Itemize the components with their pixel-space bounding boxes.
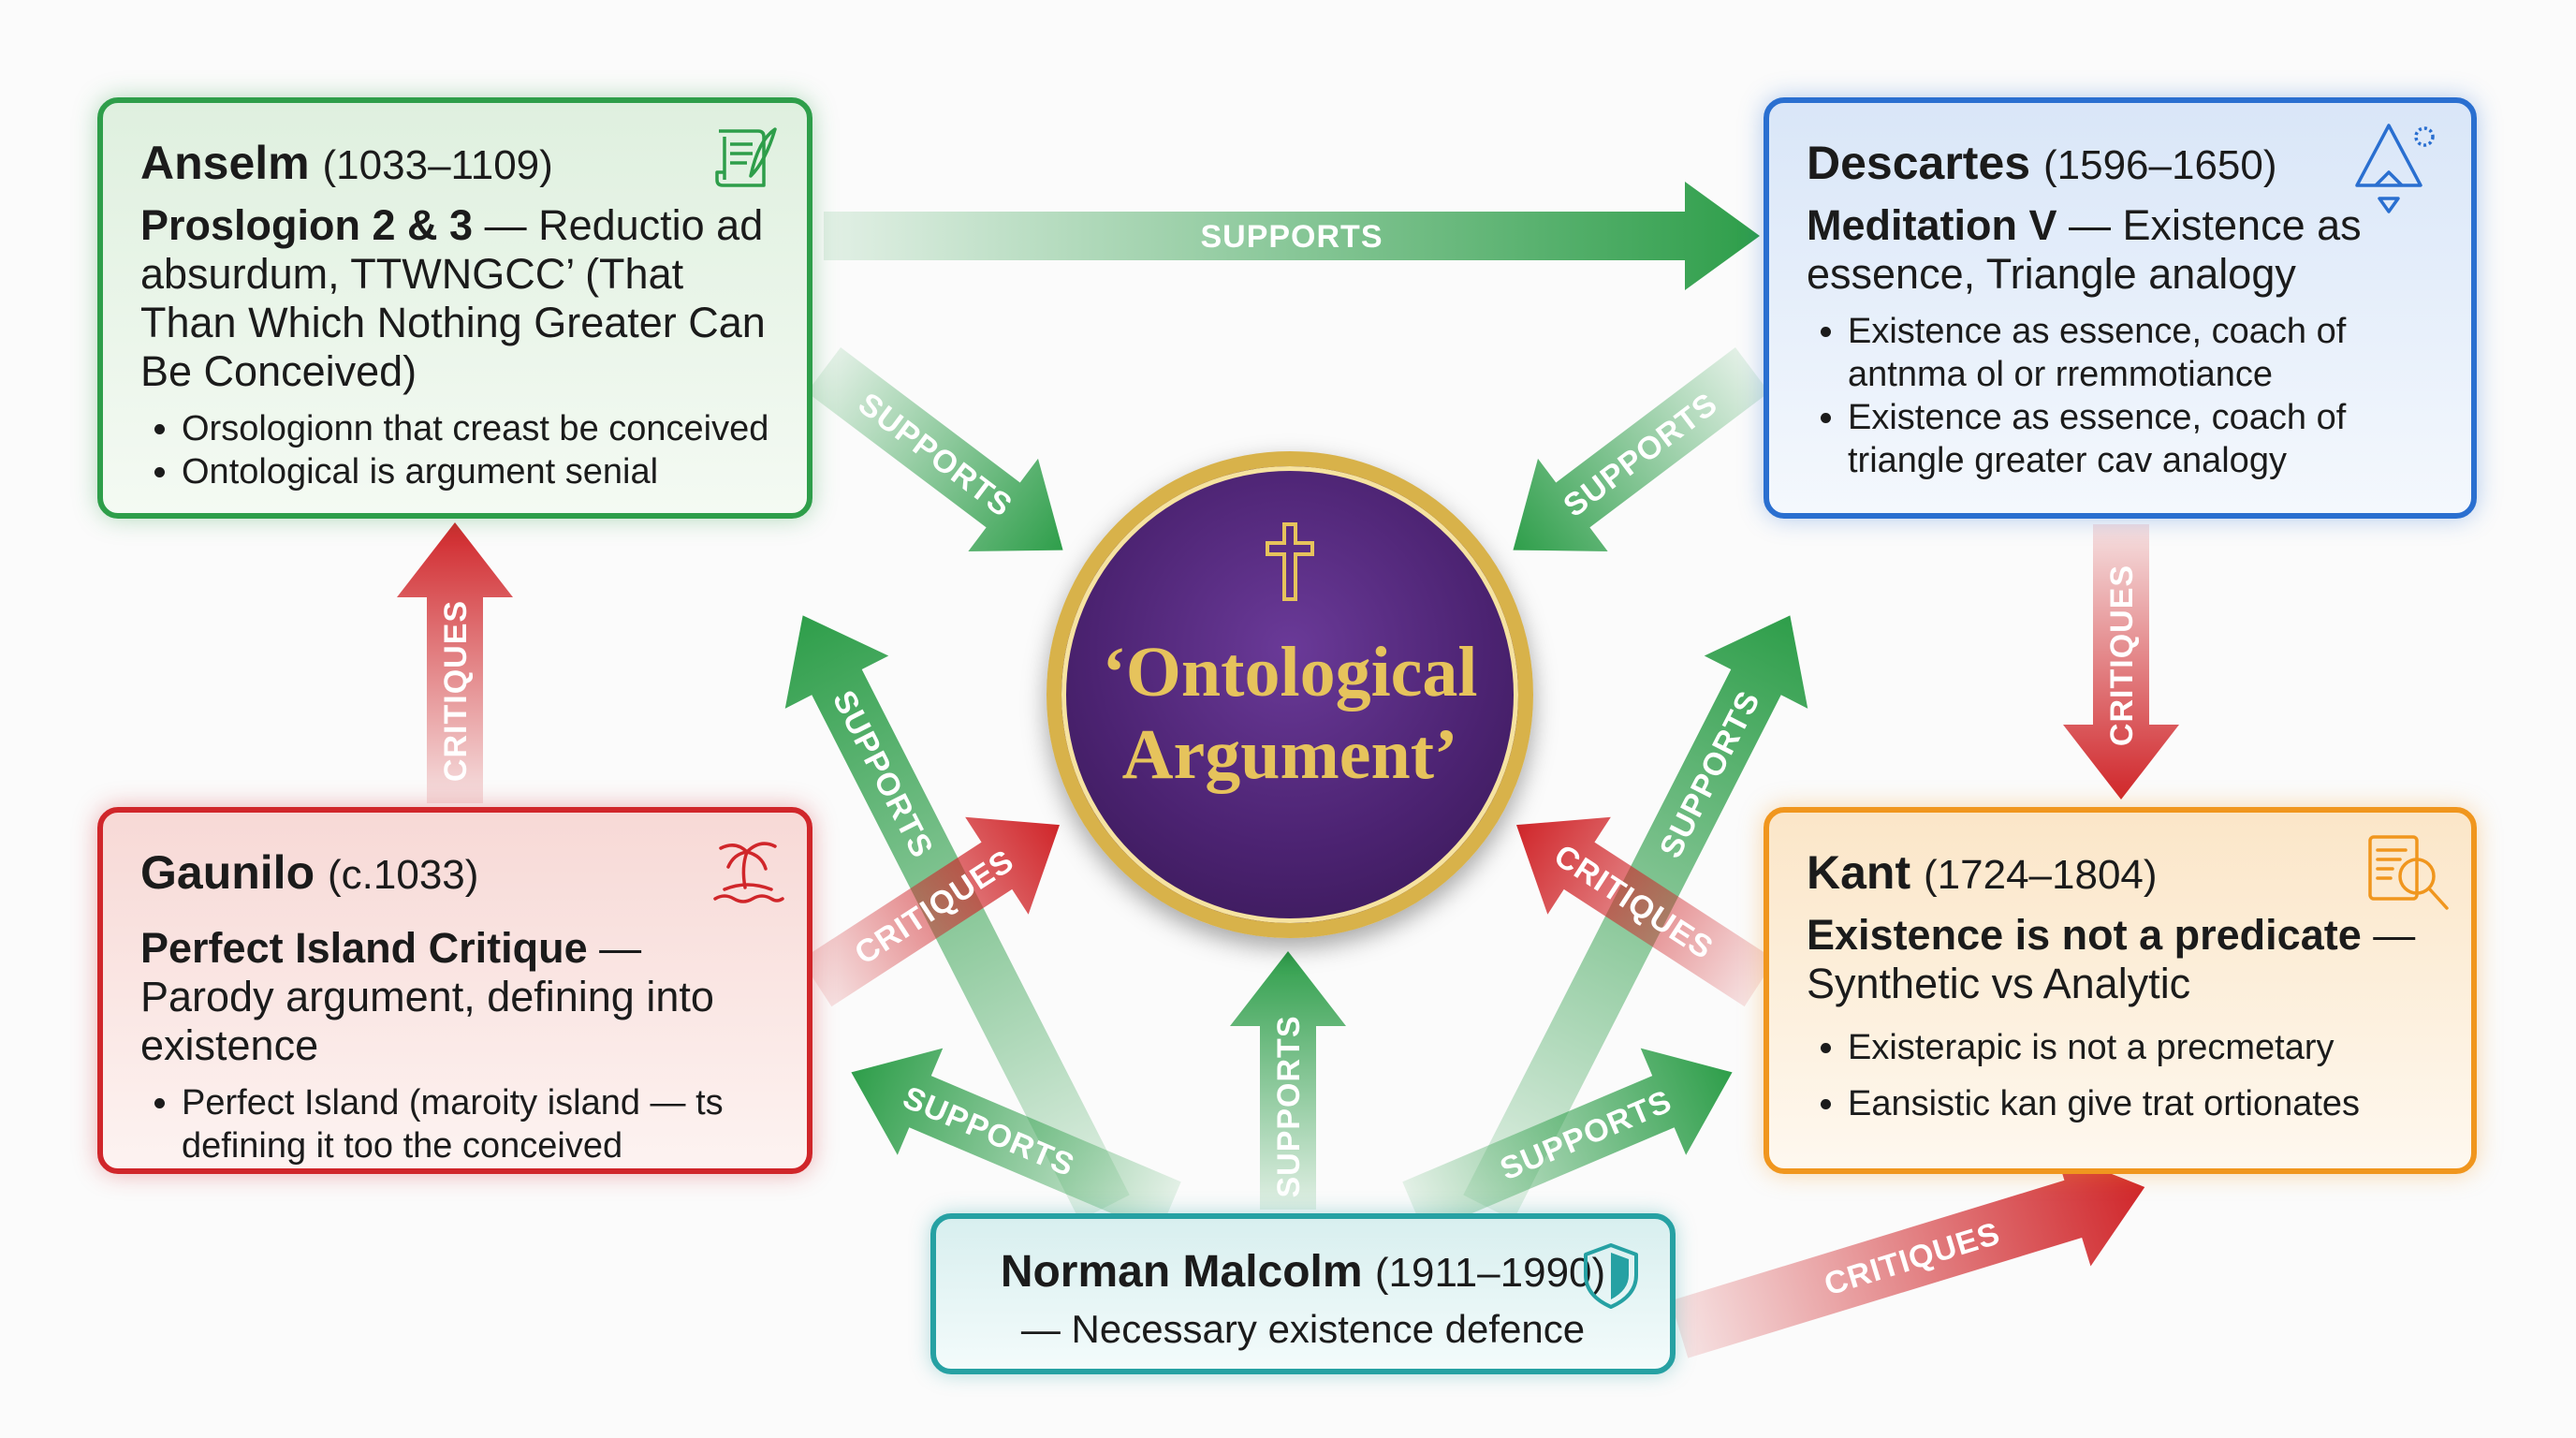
node-bullets: Perfect Island (maroity island — ts defi… [140, 1081, 769, 1167]
philosopher-name: Anselm [140, 137, 310, 189]
node-bullets: Orsologionn that creast be conceived Ont… [140, 407, 769, 493]
cross-icon [1266, 522, 1314, 601]
node-subtitle: Proslogion 2 & 3 — Reductio ad absurdum,… [140, 201, 769, 396]
edge-label: SUPPORTS [1557, 386, 1724, 524]
central-title-line-1: ‘Ontological [1102, 633, 1478, 712]
philosopher-name: Kant [1807, 846, 1911, 899]
subtitle-lead: Proslogion 2 & 3 [140, 201, 474, 249]
philosopher-dates: (1596–1650) [2042, 142, 2277, 188]
philosopher-dates: (1911–1990) [1374, 1250, 1606, 1296]
subtitle-lead: Meditation V [1807, 201, 2057, 249]
central-title-line-2: Argument’ [1121, 715, 1458, 794]
subtitle-rest: — Reductio ad absurdum, TTWNGCC’ (That T… [140, 201, 766, 395]
node-descartes[interactable]: Descartes (1596–1650) Meditation V — Exi… [1764, 97, 2477, 519]
node-heading: Descartes (1596–1650) [1807, 135, 2434, 194]
edge-label: CRITIQUES [2104, 565, 2140, 746]
subtitle-lead: Perfect Island Critique [140, 924, 588, 972]
node-subtitle: Existence is not a predicate — Synthetic… [1807, 911, 2434, 1008]
node-bullets: Existence as essence, coach of antnma ol… [1807, 310, 2434, 482]
central-concept-node[interactable]: ‘Ontological Argument’ [1046, 451, 1533, 938]
subtitle-rest: — Parody argument, defining into existen… [140, 924, 714, 1069]
bullet-item: Perfect Island (maroity island — ts defi… [182, 1081, 769, 1167]
philosopher-dates: (1724–1804) [1924, 852, 2158, 898]
subtitle-lead: Existence is not a predicate [1807, 911, 2362, 959]
subtitle-rest: — Synthetic vs Analytic [1807, 911, 2416, 1007]
node-gaunilo[interactable]: Gaunilo (c.1033) Perfect Island Critique… [97, 807, 812, 1174]
node-kant[interactable]: Kant (1724–1804) Existence is not a pred… [1764, 807, 2477, 1174]
shield-icon [1584, 1243, 1638, 1309]
philosopher-name: Descartes [1807, 137, 2031, 189]
edge-malcolm-center: SUPPORTS [1230, 951, 1346, 1210]
edge-label: CRITIQUES [438, 600, 474, 782]
triangle-icon [2355, 124, 2435, 213]
bullet-item: Ontological is argument senial [182, 450, 769, 493]
scroll-quill-icon [715, 127, 777, 187]
node-subtitle: Meditation V — Existence as essence, Tri… [1807, 201, 2434, 299]
node-description: — Necessary existence defence [1020, 1307, 1586, 1351]
philosopher-name: Norman Malcolm [1000, 1247, 1363, 1297]
edge-label: SUPPORTS [1271, 1015, 1307, 1197]
node-heading: Norman Malcolm (1911–1990) [970, 1245, 1636, 1300]
node-malcolm[interactable]: Norman Malcolm (1911–1990) — Necessary e… [930, 1213, 1676, 1374]
bullet-item: Orsologionn that creast be conceived [182, 407, 769, 450]
edge-label: SUPPORTS [852, 386, 1019, 524]
bullet-item: Existence as essence, coach of triangle … [1848, 396, 2434, 482]
subtitle-rest: — Existence as essence, Triangle analogy [1807, 201, 2362, 298]
bullet-item: Existence as essence, coach of antnma ol… [1848, 310, 2434, 396]
edge-anselm-center: SUPPORTS [806, 347, 1063, 551]
edge-label: SUPPORTS [1200, 219, 1383, 255]
document-magnifier-icon [2368, 835, 2449, 910]
node-heading: Kant (1724–1804) [1807, 844, 2434, 903]
edge-descartes-kant: CRITIQUES [2063, 524, 2179, 800]
bullet-item: Eansistic kan give trat ortionates [1848, 1076, 2434, 1132]
island-palm-icon [713, 842, 784, 903]
edge-kant-center: CRITIQUES [1516, 816, 1776, 1007]
edge-gaunilo-anselm: CRITIQUES [397, 522, 513, 803]
edge-descartes-center: SUPPORTS [1513, 347, 1770, 551]
philosopher-dates: (c.1033) [328, 852, 479, 898]
philosopher-name: Gaunilo [140, 846, 315, 899]
central-concept-title: ‘Ontological Argument’ [1061, 631, 1518, 796]
node-anselm[interactable]: Anselm (1033–1109) Proslogion 2 & 3 — Re… [97, 97, 812, 519]
edge-anselm-descartes: SUPPORTS [824, 182, 1760, 290]
node-bullets: Existerapic is not a precmetary Eansisti… [1807, 1020, 2434, 1132]
philosopher-dates: (1033–1109) [322, 142, 553, 188]
bullet-item: Existerapic is not a precmetary [1848, 1020, 2434, 1076]
node-heading: Gaunilo (c.1033) [140, 844, 769, 903]
node-heading: Anselm (1033–1109) [140, 135, 769, 194]
node-subtitle: Perfect Island Critique — Parody argumen… [140, 924, 769, 1070]
edge-gaunilo-center: CRITIQUES [800, 816, 1060, 1007]
